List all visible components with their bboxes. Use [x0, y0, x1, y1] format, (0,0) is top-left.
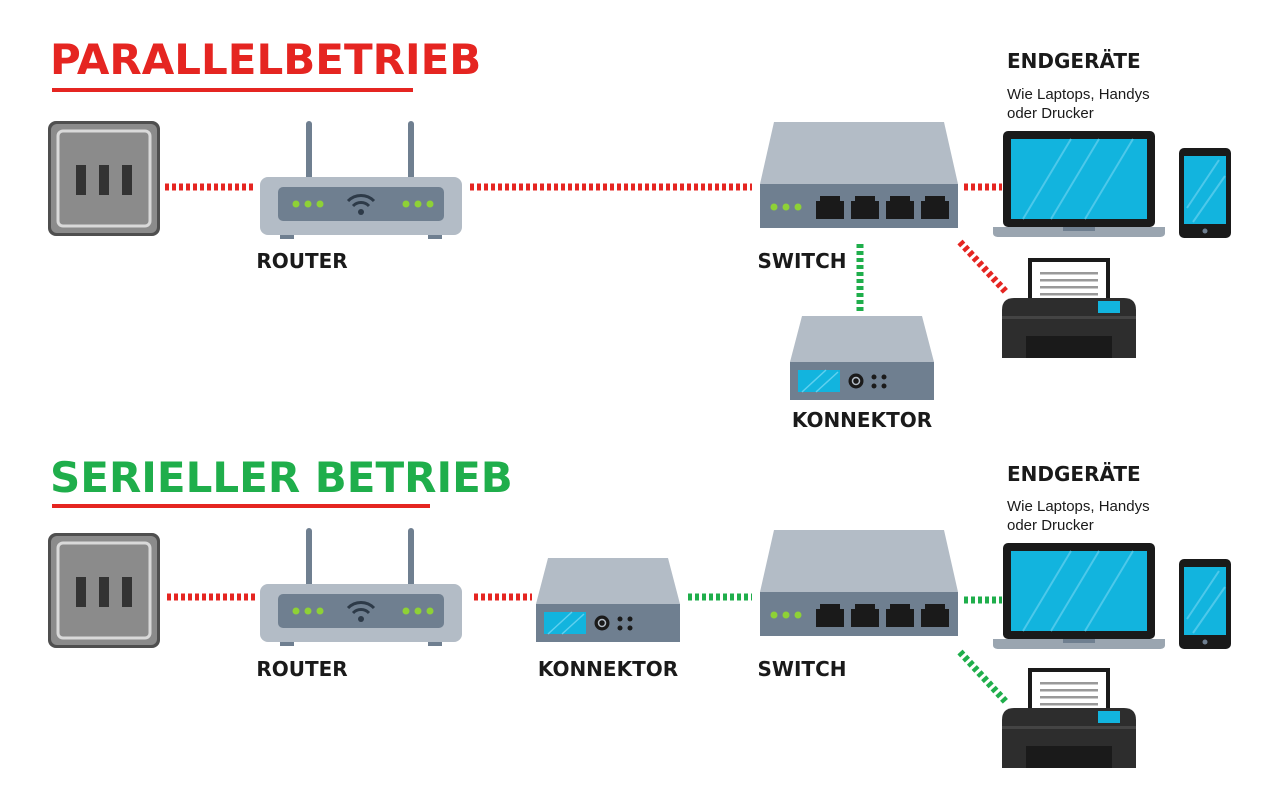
- power-socket-icon: [46, 119, 162, 238]
- phone-icon: [1178, 558, 1232, 650]
- router-icon: [258, 526, 464, 648]
- section-title-parallel: PARALLELBETRIEB: [50, 35, 481, 84]
- konnektor-label: KONNEKTOR: [792, 408, 932, 432]
- title-underline-parallel: [52, 88, 413, 92]
- switch-label: SWITCH: [758, 657, 847, 681]
- endgeraete-desc-line2: oder Drucker: [1007, 517, 1094, 534]
- section-serial: SERIELLER BETRIEB ROUTER KONNEKTOR SWITC…: [46, 453, 1232, 768]
- endgeraete-desc-line1: Wie Laptops, Handys: [1007, 86, 1150, 103]
- title-underline-serial: [52, 504, 430, 508]
- printer-icon: [1002, 668, 1136, 768]
- switch-icon: [760, 122, 958, 228]
- router-icon: [258, 119, 464, 241]
- printer-icon: [1002, 258, 1136, 358]
- konnektor-icon: [789, 315, 935, 401]
- endgeraete-desc-line2: oder Drucker: [1007, 105, 1094, 122]
- router-label: ROUTER: [256, 657, 347, 681]
- section-parallel: PARALLELBETRIEB ROUTER SWITCH KONNEKTOR …: [46, 35, 1232, 432]
- line-switch-printer: [957, 649, 1009, 705]
- endgeraete-title: ENDGERÄTE: [1007, 462, 1141, 486]
- konnektor-icon: [535, 557, 681, 643]
- konnektor-label: KONNEKTOR: [538, 657, 678, 681]
- phone-icon: [1178, 147, 1232, 239]
- laptop-icon: [992, 542, 1166, 650]
- section-title-serial: SERIELLER BETRIEB: [50, 453, 513, 502]
- power-socket-icon: [46, 531, 162, 650]
- line-switch-printer: [957, 239, 1009, 295]
- router-label: ROUTER: [256, 249, 347, 273]
- endgeraete-desc-line1: Wie Laptops, Handys: [1007, 498, 1150, 515]
- laptop-icon: [992, 130, 1166, 238]
- switch-label: SWITCH: [758, 249, 847, 273]
- endgeraete-title: ENDGERÄTE: [1007, 49, 1141, 73]
- switch-icon: [760, 530, 958, 636]
